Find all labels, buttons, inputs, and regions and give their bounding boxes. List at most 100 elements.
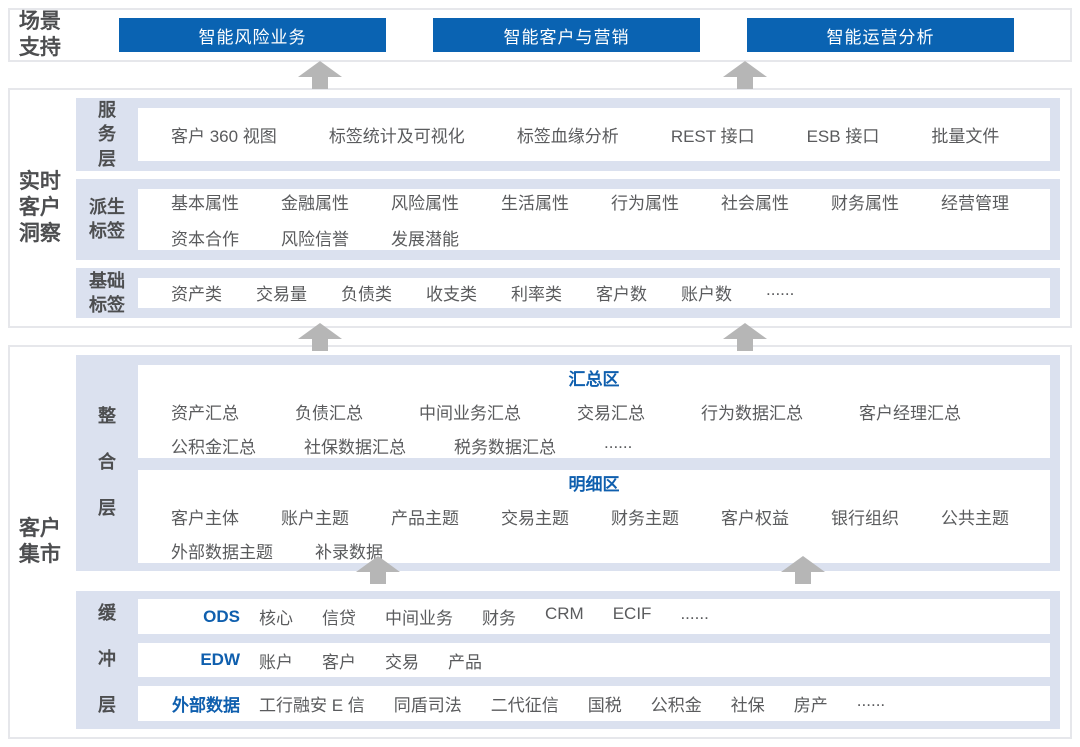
derived-tag-item: 发展潜能	[391, 229, 459, 249]
detail-item: 公共主题	[941, 509, 1009, 528]
scenario-button: 智能客户与营销	[433, 18, 700, 52]
service-item: 客户 360 视图	[171, 126, 277, 146]
detail-item: 客户主体	[171, 509, 239, 528]
scenario-button: 智能运营分析	[747, 18, 1014, 52]
service-layer-label: 服务层	[76, 98, 138, 171]
derived-tag-item: 资本合作	[171, 229, 239, 249]
derived-tags-row: 派生标签 基本属性金融属性风险属性生活属性行为属性社会属性财务属性经营管理 资本…	[76, 178, 1060, 260]
service-item: 标签统计及可视化	[328, 126, 465, 146]
scenario-button: 智能风险业务	[119, 18, 386, 52]
buffer-item: 社保	[730, 696, 765, 716]
realtime-insight-section: 实时客户洞察 服务层 客户 360 视图 标签统计及可视化 标签血缘分析 REST 接…	[8, 88, 1072, 328]
summary-item: 中间业务汇总	[419, 404, 521, 423]
up-arrow-icon	[723, 323, 767, 351]
scenario-support-band: 场景支持 智能风险业务 智能客户与营销 智能运营分析	[8, 8, 1072, 62]
derived-tags-label: 派生标签	[76, 179, 138, 260]
buffer-item: 交易	[385, 652, 419, 672]
derived-tag-item: 经营管理	[941, 193, 1009, 213]
summary-item: 资产汇总	[171, 404, 239, 423]
service-layer-row: 服务层 客户 360 视图 标签统计及可视化 标签血缘分析 REST 接口 ESB 接口…	[76, 98, 1060, 171]
customer-mart-section: 客户集市 整合层 汇总区 资产汇总负债汇总中间业务汇总交易汇总行为数据汇总客户经…	[8, 345, 1072, 739]
detail-item: 产品主题	[391, 509, 459, 528]
summary-zone: 汇总区 资产汇总负债汇总中间业务汇总交易汇总行为数据汇总客户经理汇总 公积金汇总…	[138, 365, 1050, 458]
buffer-layer-label-text: 缓冲层	[98, 603, 116, 716]
derived-tag-item: 基本属性	[171, 193, 239, 213]
detail-item: 外部数据主题	[171, 543, 273, 562]
buffer-item: 信贷	[322, 609, 356, 629]
detail-item: 账户主题	[281, 509, 349, 528]
summary-item: 公积金汇总	[171, 438, 256, 457]
scenario-buttons: 智能风险业务 智能客户与营销 智能运营分析	[76, 18, 1070, 52]
service-item: REST 接口	[670, 126, 755, 146]
buffer-item: ......	[680, 604, 709, 624]
buffer-item: 产品	[448, 652, 482, 672]
detail-zone: 明细区 客户主体账户主题产品主题交易主题财务主题客户权益银行组织公共主题 外部数…	[138, 470, 1050, 563]
buffer-item: 客户	[322, 652, 356, 672]
buffer-item: 账户	[259, 652, 293, 672]
basic-tag-item: ......	[766, 280, 795, 300]
integration-layer-block: 整合层 汇总区 资产汇总负债汇总中间业务汇总交易汇总行为数据汇总客户经理汇总 公…	[76, 355, 1060, 571]
buffer-item: 中间业务	[385, 609, 453, 629]
up-arrow-icon	[298, 61, 342, 89]
basic-tags-row: 基础标签 资产类交易量负债类收支类利率类客户数账户数......	[76, 267, 1060, 318]
summary-zone-line-2: 公积金汇总社保数据汇总税务数据汇总......	[138, 433, 1050, 458]
buffer-row-external-items: 工行融安 E 信同盾司法二代征信国税公积金社保房产......	[259, 691, 885, 716]
buffer-item: ECIF	[612, 604, 652, 624]
basic-tag-item: 客户数	[596, 285, 647, 305]
detail-item: 银行组织	[831, 509, 899, 528]
integration-layer-label: 整合层	[76, 355, 138, 571]
buffer-item: 工行融安 E 信	[259, 696, 365, 716]
buffer-row-edw: EDW 账户客户交易产品	[138, 642, 1050, 678]
derived-tag-item: 风险信誉	[281, 229, 349, 249]
summary-item: 客户经理汇总	[859, 404, 961, 423]
derived-tag-item: 社会属性	[721, 193, 789, 213]
buffer-layer-label: 缓冲层	[76, 591, 138, 729]
basic-tag-item: 账户数	[681, 285, 732, 305]
summary-item: ......	[604, 433, 633, 452]
derived-tag-item: 风险属性	[391, 193, 459, 213]
service-item: 标签血缘分析	[516, 126, 619, 146]
derived-tags-content: 基本属性金融属性风险属性生活属性行为属性社会属性财务属性经营管理 资本合作风险信…	[138, 188, 1050, 250]
basic-tags-content: 资产类交易量负债类收支类利率类客户数账户数......	[138, 277, 1050, 308]
summary-item: 交易汇总	[577, 404, 645, 423]
customer-mart-label: 客户集市	[10, 347, 76, 737]
buffer-row-external-name: 外部数据	[172, 696, 240, 716]
summary-zone-title: 汇总区	[568, 370, 620, 389]
summary-zone-line-1: 资产汇总负债汇总中间业务汇总交易汇总行为数据汇总客户经理汇总	[138, 399, 1050, 424]
scenario-support-label: 场景支持	[10, 9, 76, 62]
summary-item: 税务数据汇总	[454, 438, 556, 457]
buffer-item: 核心	[259, 609, 293, 629]
buffer-item: 公积金	[650, 696, 702, 716]
arrow-gap-top	[8, 61, 1072, 89]
summary-item: 行为数据汇总	[701, 404, 803, 423]
up-arrow-icon	[723, 61, 767, 89]
derived-tags-label-text: 派生标签	[88, 197, 125, 242]
realtime-insight-label-text: 实时客户洞察	[18, 169, 61, 246]
buffer-item: 同盾司法	[393, 696, 462, 716]
detail-zone-title: 明细区	[568, 475, 620, 494]
buffer-item: CRM	[545, 604, 584, 624]
buffer-item: 国税	[587, 696, 622, 716]
up-arrow-icon	[356, 556, 400, 585]
buffer-row-external: 外部数据 工行融安 E 信同盾司法二代征信国税公积金社保房产......	[138, 686, 1050, 722]
detail-zone-line-1: 客户主体账户主题产品主题交易主题财务主题客户权益银行组织公共主题	[138, 504, 1050, 529]
detail-item: 交易主题	[501, 509, 569, 528]
scenario-support-label-text: 场景支持	[18, 9, 61, 59]
up-arrow-icon	[781, 556, 825, 585]
buffer-item: 房产	[793, 696, 828, 716]
derived-tag-item: 财务属性	[831, 193, 899, 213]
basic-tags-label: 基础标签	[76, 268, 138, 318]
basic-tags-label-text: 基础标签	[88, 270, 125, 315]
customer-mart-label-text: 客户集市	[18, 516, 61, 566]
service-layer-label-text: 服务层	[98, 100, 116, 169]
customer-mart-body: 整合层 汇总区 资产汇总负债汇总中间业务汇总交易汇总行为数据汇总客户经理汇总 公…	[76, 347, 1070, 737]
up-arrow-icon	[298, 323, 342, 351]
detail-zone-line-2: 外部数据主题补录数据	[138, 538, 1050, 563]
service-item: ESB 接口	[806, 126, 880, 146]
derived-tag-item: 生活属性	[501, 193, 569, 213]
